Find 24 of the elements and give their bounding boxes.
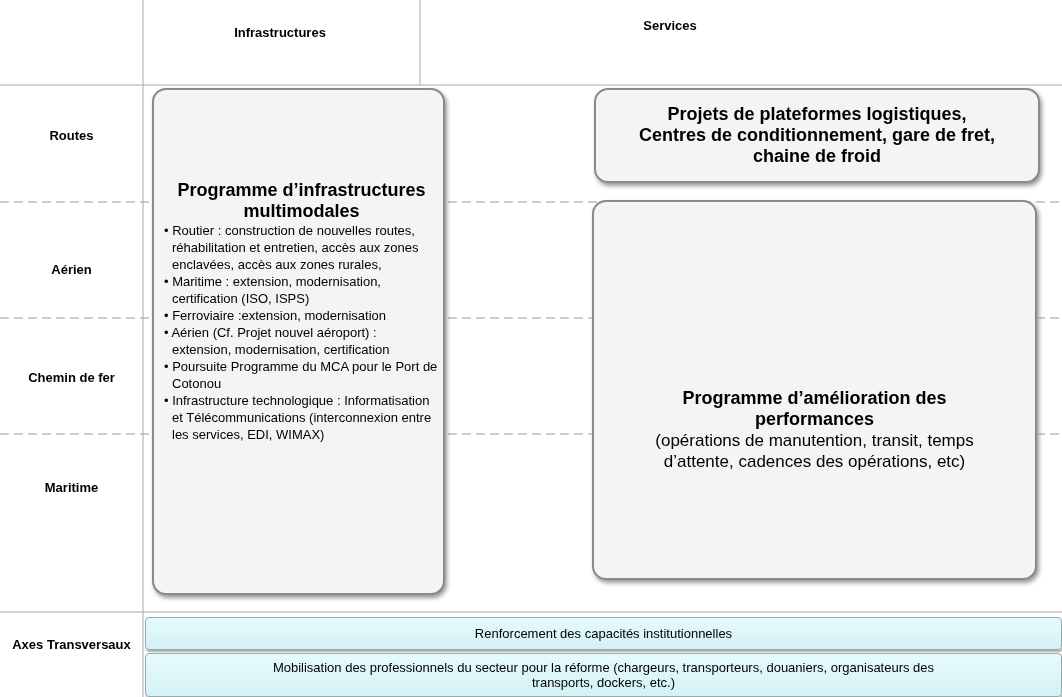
banner-text: Mobilisation des professionnels du secteur pour la réforme (chargeurs, transporteurs, douaniers, organisateurs des transports, dockers, etc.) [271, 660, 936, 690]
box-description: (opérations de manutention, transit, temps d’attente, cadences des opérations, etc) [654, 430, 975, 472]
banner-box [145, 653, 1062, 697]
program-box [592, 200, 1037, 580]
program-box [594, 88, 1040, 183]
program-box [152, 88, 445, 595]
column-header: Services [642, 18, 698, 33]
bullet-item: • Routier : construction de nouvelles routes, réhabilitation et entretien, accès aux zones enclavées, accès aux zones rurales, [164, 222, 420, 273]
row-header: Maritime [43, 480, 100, 495]
bullet-item: • Infrastructure technologique : Informatisation et Télécommunications (interconnexion entre les services, EDI, WIMAX) [164, 392, 433, 443]
bullet-item: • Poursuite Programme du MCA pour le Port de Cotonou [164, 358, 439, 392]
bullet-item: • Maritime : extension, modernisation, certification (ISO, ISPS) [164, 273, 382, 307]
row-header: Routes [48, 128, 95, 143]
banner-box [145, 617, 1062, 650]
column-header: Infrastructures [233, 25, 327, 40]
bullet-item: • Aérien (Cf. Projet nouvel aéroport) : extension, modernisation, certification [164, 324, 391, 358]
banner-text: Renforcement des capacités institutionnelles [474, 626, 733, 641]
bullet-item: • Ferroviaire :extension, modernisation [164, 307, 388, 324]
box-heading: Programme d’infrastructures multimodales [176, 180, 427, 222]
row-header: Chemin de fer [27, 370, 116, 385]
box-heading: Projets de plateformes logistiques, Centres de conditionnement, gare de fret, chaine de froid [637, 104, 997, 167]
row-header: Axes Transversaux [11, 637, 132, 652]
box-heading: Programme d’amélioration des performances [681, 388, 948, 430]
row-header: Aérien [50, 262, 93, 277]
